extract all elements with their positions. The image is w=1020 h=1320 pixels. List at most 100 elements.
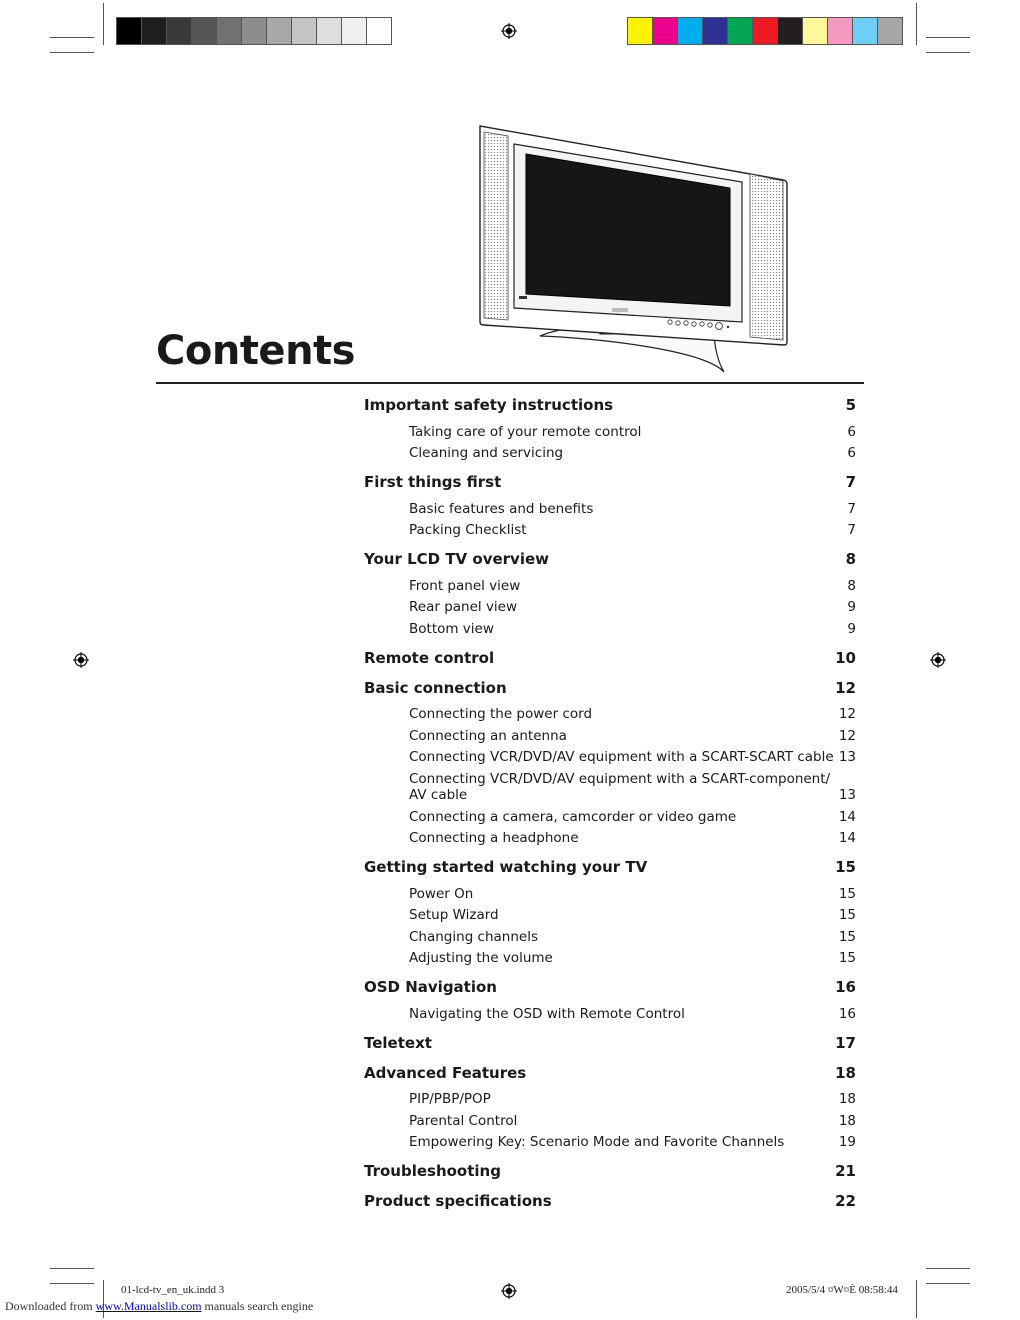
toc-subsection-title: Connecting VCR/DVD/AV equipment with a S… [409, 749, 834, 765]
toc-subsection-page: 15 [838, 885, 856, 902]
calibration-swatch [292, 18, 317, 44]
crop-mark [916, 1280, 917, 1318]
crop-mark [926, 1268, 970, 1269]
title-divider [156, 382, 864, 384]
toc-subsection-title: Changing channels [409, 928, 539, 945]
calibration-swatch [653, 18, 678, 44]
toc-subsection: Empowering Key: Scenario Mode and Favori… [409, 1132, 856, 1154]
registration-mark-icon [501, 23, 517, 39]
calibration-swatch [317, 18, 342, 44]
toc-subsection-title: Setup Wizard [409, 907, 499, 923]
calibration-swatch [192, 18, 217, 44]
toc-section-page: 8 [845, 550, 856, 568]
footer-suffix: manuals search engine [201, 1299, 314, 1313]
calibration-swatch [367, 18, 391, 44]
toc-subsection-title: Power On [409, 885, 474, 902]
toc-subsection-page: 16 [838, 1005, 856, 1022]
footer-prefix: Downloaded from [5, 1299, 96, 1313]
crop-mark [50, 37, 94, 38]
registration-mark-icon [73, 652, 89, 668]
toc-subsection-page: 6 [847, 423, 856, 440]
toc-subsection: Changing channels 15 [409, 926, 856, 948]
print-slug-filename: 01-lcd-tv_en_uk.indd 3 [121, 1284, 225, 1296]
toc-section-title: Advanced Features [364, 1063, 527, 1082]
registration-mark-icon [930, 652, 946, 668]
toc-spacer [364, 1214, 856, 1218]
toc-subsection-page: 19 [838, 1134, 856, 1150]
manualslib-link[interactable]: www.Manualslib.com [95, 1299, 202, 1313]
grayscale-calibration-bar [116, 17, 392, 45]
calibration-swatch [728, 18, 753, 44]
color-calibration-bar [627, 17, 903, 45]
toc-subsection-page: 14 [838, 830, 856, 846]
toc-section-page: 17 [835, 1033, 856, 1052]
toc-subsection: Connecting VCR/DVD/AV equipment with a S… [409, 768, 856, 806]
calibration-swatch [828, 18, 853, 44]
calibration-swatch [753, 18, 778, 44]
registration-mark-icon [501, 1283, 517, 1299]
toc-subsection: Setup Wizard 15 [409, 905, 856, 927]
lcd-tv-illustration [479, 125, 788, 373]
toc-subsection-page: 15 [838, 928, 856, 945]
toc-subsection-title: Taking care of your remote control [409, 423, 642, 440]
toc-section-title: Teletext [364, 1033, 432, 1052]
calibration-swatch [678, 18, 703, 44]
toc-section-page: 7 [845, 473, 856, 491]
toc-subsection-title: Connecting VCR/DVD/AV equipment with a S… [409, 770, 831, 804]
toc-subsection-page: 12 [838, 727, 856, 744]
toc-section-page: 5 [845, 396, 856, 414]
calibration-swatch [342, 18, 367, 44]
toc-subsection-page: 13 [838, 749, 856, 765]
crop-mark [50, 1283, 94, 1284]
crop-mark [50, 1268, 94, 1269]
toc-subsection-page: 12 [838, 706, 856, 722]
toc-subsection: Connecting VCR/DVD/AV equipment with a S… [409, 747, 856, 769]
toc-section-title: Getting started watching your TV [364, 858, 648, 876]
toc-section: Remote control 10 [364, 645, 856, 671]
crop-mark [103, 3, 104, 45]
toc-subsection: Taking care of your remote control 6 [409, 421, 856, 443]
toc-subsection-title: Rear panel view [409, 599, 518, 615]
toc-subsection-page: 15 [838, 907, 856, 923]
toc-subsection: Connecting a camera, camcorder or video … [409, 806, 856, 828]
page-title: Contents [156, 328, 355, 374]
toc-subsection-page: 9 [847, 599, 856, 615]
calibration-swatch [778, 18, 803, 44]
toc-section-title: Product specifications [364, 1192, 552, 1210]
calibration-swatch [703, 18, 728, 44]
toc-section-title: OSD Navigation [364, 978, 497, 996]
print-slug-timestamp: 2005/5/4 ¤W¤È 08:58:44 [786, 1284, 898, 1296]
toc-subsection-title: PIP/PBP/POP [409, 1091, 491, 1107]
toc-section-title: Your LCD TV overview [364, 550, 549, 568]
toc-subsection-page: 7 [847, 500, 856, 517]
toc-subsection-title: Connecting a camera, camcorder or video … [409, 808, 737, 825]
toc-subsection-page: 9 [847, 620, 856, 637]
toc-subsection-title: Parental Control [409, 1112, 518, 1129]
toc-subsection-title: Front panel view [409, 577, 521, 594]
toc-subsection-title: Adjusting the volume [409, 950, 553, 966]
toc-section-page: 10 [835, 648, 856, 667]
calibration-swatch [803, 18, 828, 44]
calibration-swatch [167, 18, 192, 44]
toc-section-title: Remote control [364, 648, 495, 667]
